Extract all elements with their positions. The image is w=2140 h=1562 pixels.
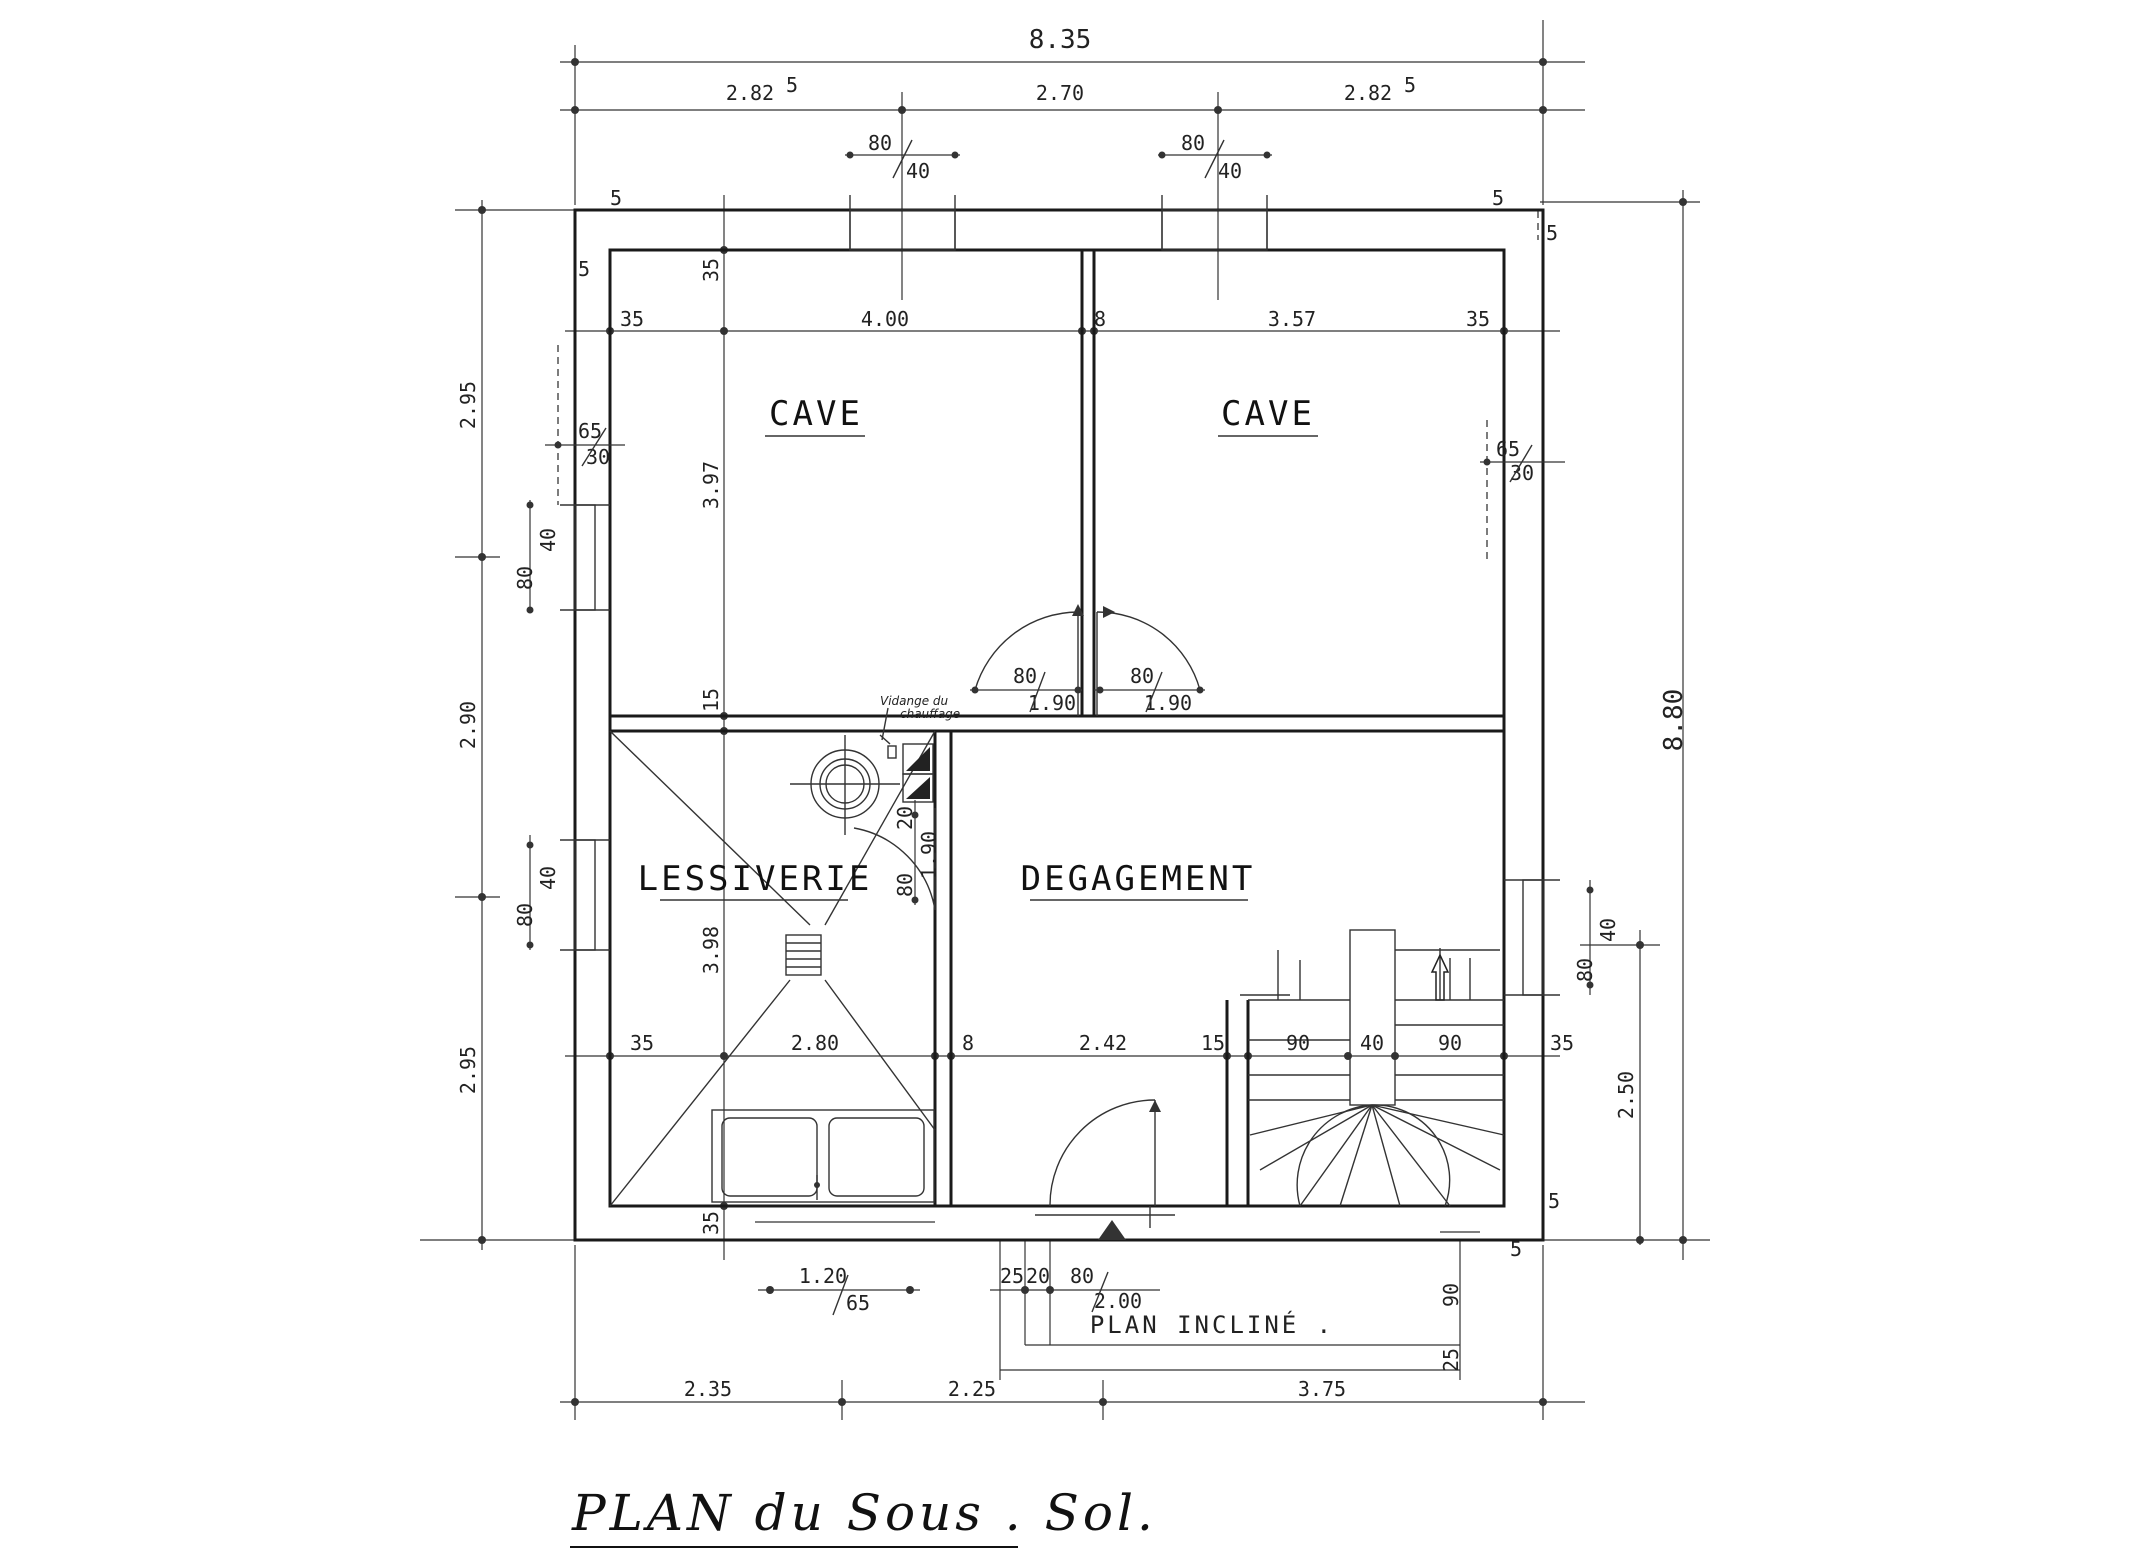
dim-left-mid: 2.90 xyxy=(456,701,480,749)
dim-win-right-low-a: 80 xyxy=(1573,958,1597,982)
room-cave-left: CAVE xyxy=(769,394,863,434)
dim-total-width: 8.35 xyxy=(1029,25,1092,55)
dim-door-less-a: 80 xyxy=(893,873,917,897)
dim-window-top-left-b: 40 xyxy=(906,159,930,183)
dim-corner-5d: 5 xyxy=(1546,221,1558,245)
dim-row2-15: 15 xyxy=(1201,1031,1225,1055)
dim-garage-25: 25 xyxy=(1000,1264,1024,1288)
dim-row1-400: 4.00 xyxy=(861,307,909,331)
dim-bottom-375: 3.75 xyxy=(1298,1377,1346,1401)
dim-top-right: 2.82 xyxy=(1344,81,1392,105)
dim-window-top-right-a: 80 xyxy=(1181,131,1205,155)
dim-sink-a: 1.20 xyxy=(799,1264,847,1288)
windows xyxy=(526,151,1594,996)
dim-bottom-225: 2.25 xyxy=(948,1377,996,1401)
dim-row2-35a: 35 xyxy=(630,1031,654,1055)
dim-corner-5e: 5 xyxy=(1548,1189,1560,1213)
dim-sink-b: 65 xyxy=(846,1291,870,1315)
room-lessiverie: LESSIVERIE xyxy=(638,859,873,899)
dim-top-right-sup: 5 xyxy=(1404,73,1416,97)
dim-door-less-b: 1.90 xyxy=(917,831,941,879)
dim-row1-35a: 35 xyxy=(620,307,644,331)
dim-win-left-top-a: 65 xyxy=(578,419,602,443)
dim-bottom-235: 2.35 xyxy=(684,1377,732,1401)
dim-row1-357: 3.57 xyxy=(1268,307,1316,331)
dim-top-mid: 2.70 xyxy=(1036,81,1084,105)
dim-left-bottom: 2.95 xyxy=(456,1046,480,1094)
dim-incl-90: 90 xyxy=(1439,1283,1463,1307)
doors xyxy=(853,604,1205,1240)
dim-win-left-mid-a: 80 xyxy=(513,566,537,590)
dim-right-stair: 2.50 xyxy=(1614,1071,1638,1119)
room-degagement: DEGAGEMENT xyxy=(1021,859,1256,899)
label-plan-incline: PLAN INCLINÉ . xyxy=(1090,1310,1334,1339)
dim-door-cave-right-a: 80 xyxy=(1130,664,1154,688)
dim-row2-40: 40 xyxy=(1360,1031,1384,1055)
dim-v-35-bottom: 35 xyxy=(699,1211,723,1235)
dim-win-left-mid-b: 40 xyxy=(536,528,560,552)
dim-win-right-top-a: 65 xyxy=(1496,437,1520,461)
dim-window-top-right-b: 40 xyxy=(1218,159,1242,183)
dim-row1-8: 8 xyxy=(1094,307,1106,331)
dim-door-cave-right-b: 1.90 xyxy=(1144,691,1192,715)
annotations: Vidange du chauffage PLAN INCLINÉ . xyxy=(880,694,1334,1339)
dim-v-397: 3.97 xyxy=(699,461,723,509)
dim-v-15: 15 xyxy=(699,688,723,712)
dimension-lines xyxy=(420,20,1710,1420)
dim-win-right-low-b: 40 xyxy=(1596,918,1620,942)
dim-row2-242: 2.42 xyxy=(1079,1031,1127,1055)
dim-total-height: 8.80 xyxy=(1659,689,1689,752)
dim-door-cave-left-a: 80 xyxy=(1013,664,1037,688)
dim-top-left: 2.82 xyxy=(726,81,774,105)
note-chauffage: chauffage xyxy=(900,707,960,721)
dim-corner-5a: 5 xyxy=(610,186,622,210)
dim-v-398: 3.98 xyxy=(699,926,723,974)
room-cave-right: CAVE xyxy=(1221,394,1315,434)
dim-win-left-low-b: 40 xyxy=(536,866,560,890)
dim-win-right-top-b: 30 xyxy=(1510,461,1534,485)
dim-incl-25: 25 xyxy=(1439,1348,1463,1372)
room-labels: CAVE CAVE LESSIVERIE DEGAGEMENT xyxy=(638,394,1318,901)
dim-win-left-low-a: 80 xyxy=(513,903,537,927)
dimension-labels: 8.35 2.82 5 2.70 2.82 5 80 40 80 40 8.80… xyxy=(456,25,1689,1401)
dim-corner-5c: 5 xyxy=(1492,186,1504,210)
drawing-title: PLAN du Sous . Sol. xyxy=(570,1484,1157,1548)
dim-row2-35b: 35 xyxy=(1550,1031,1574,1055)
dim-row2-90b: 90 xyxy=(1438,1031,1462,1055)
dim-garage-a: 80 xyxy=(1070,1264,1094,1288)
dim-v-35-top: 35 xyxy=(699,258,723,282)
dim-win-left-top-b: 30 xyxy=(586,445,610,469)
dim-garage-b: 2.00 xyxy=(1094,1289,1142,1313)
dim-corner-5b: 5 xyxy=(578,257,590,281)
dim-row2-90a: 90 xyxy=(1286,1031,1310,1055)
dim-door-cave-left-b: 1.90 xyxy=(1028,691,1076,715)
dim-row2-8: 8 xyxy=(962,1031,974,1055)
dim-row1-35b: 35 xyxy=(1466,307,1490,331)
fixtures xyxy=(609,730,936,1223)
dim-door-less-20: 20 xyxy=(893,806,917,830)
dim-top-left-sup: 5 xyxy=(786,73,798,97)
note-vidange: Vidange du xyxy=(880,694,949,708)
page-title: PLAN du Sous . Sol. xyxy=(571,1484,1157,1542)
dim-corner-5f: 5 xyxy=(1510,1237,1522,1261)
dim-garage-20: 20 xyxy=(1026,1264,1050,1288)
dim-window-top-left-a: 80 xyxy=(868,131,892,155)
dim-row2-280: 2.80 xyxy=(791,1031,839,1055)
walls xyxy=(557,208,1545,1242)
staircase xyxy=(1240,929,1505,1207)
dim-left-top: 2.95 xyxy=(456,381,480,429)
